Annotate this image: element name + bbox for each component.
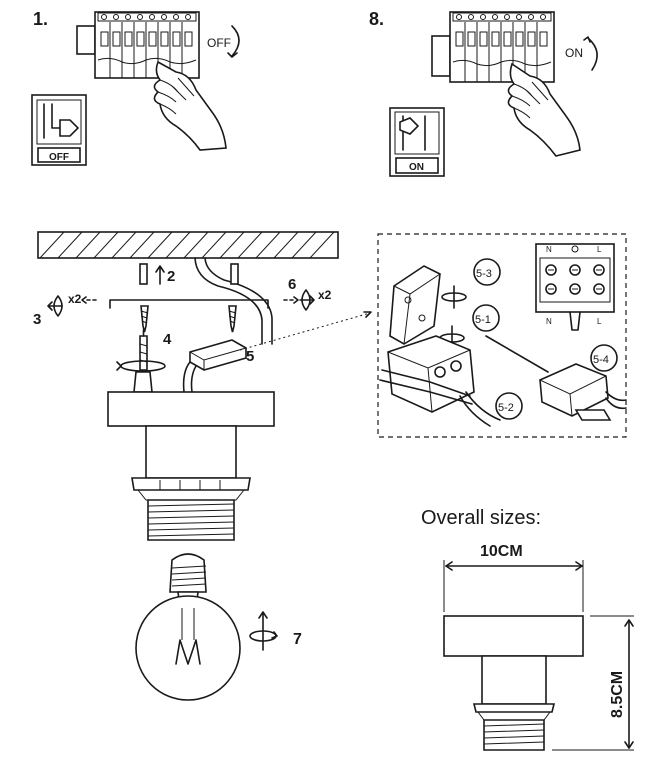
switch-off-label: OFF [49, 152, 69, 163]
dimension-height-label: 8.5CM [609, 671, 626, 718]
turn-off-arrow-icon [227, 25, 240, 58]
callout-5-2 [495, 392, 523, 420]
step-3-number: 3 [33, 311, 41, 328]
switch-on-label: ON [409, 162, 424, 173]
terminal-n-top: N [546, 245, 552, 254]
connector-block-icon [182, 339, 247, 393]
callout-5-1 [472, 304, 500, 332]
terminal-l-bottom: L [597, 317, 602, 326]
on-arrow-text: ON [565, 46, 583, 60]
step-8-panel: 8. [369, 9, 598, 177]
switch-on-icon [389, 107, 445, 177]
bracket-slide-arrows-icon [81, 296, 299, 304]
terminal-n-bottom: N [546, 317, 552, 326]
step-2-number: 2 [167, 268, 175, 285]
overall-sizes-title: Overall sizes: [421, 507, 541, 529]
callout-5-1-label: 5-1 [475, 314, 491, 326]
breaker-panel-icon [431, 11, 555, 83]
terminal-l-top: L [597, 245, 602, 254]
detail-pointer-line [239, 312, 371, 351]
callout-5-4 [590, 344, 618, 372]
bulb-icon [135, 553, 241, 701]
mounting-bracket-icon [109, 299, 269, 309]
callout-5-4-label: 5-4 [593, 354, 609, 366]
multiplier-left: x2 [68, 292, 82, 306]
terminal-box-icon [379, 335, 501, 427]
step-1-number: 1. [33, 9, 48, 29]
wiring-detail-box: 5-3 5-1 5-2 N L [377, 233, 627, 438]
detail-pointer-arrowhead [363, 311, 372, 318]
wall-plug-icon [139, 263, 239, 285]
step-1-panel: 1. [31, 9, 240, 166]
hand-icon [507, 62, 581, 157]
step-8-number: 8. [369, 9, 384, 29]
dimension-height-line [552, 615, 634, 751]
callout-5-2-label: 5-2 [498, 402, 514, 414]
step-4-number: 4 [163, 331, 172, 348]
rotate-screw-right-icon [299, 289, 315, 311]
ceiling-wire-icon [194, 257, 273, 345]
callout-5-3-label: 5-3 [476, 268, 492, 280]
terminal-diagram-icon [535, 243, 615, 331]
off-arrow-text: OFF [207, 36, 231, 50]
dimension-width-line [443, 560, 584, 612]
hand-icon [153, 60, 227, 151]
fixture-outline-icon [443, 615, 584, 751]
screw-icon [140, 305, 237, 333]
rotate-screw-left-icon [47, 295, 63, 317]
turn-on-arrow-icon [583, 36, 598, 71]
step-5-number: 5 [246, 348, 254, 365]
terminal-cover-icon [389, 265, 441, 345]
step-6-number: 6 [288, 276, 296, 293]
breaker-panel-icon [76, 11, 200, 79]
center-screw-icon [116, 329, 166, 393]
canopy-icon [107, 391, 275, 541]
wire-probe-icon [485, 335, 549, 373]
switch-off-icon [31, 94, 87, 166]
callout-5-3 [473, 258, 501, 286]
ceiling-icon [37, 231, 339, 259]
insert-arrow-icon [155, 265, 165, 285]
multiplier-right: x2 [318, 288, 332, 302]
step-7-number: 7 [293, 631, 302, 648]
twist-in-arrow-icon [249, 611, 278, 651]
connector-icon [539, 363, 627, 421]
dimension-width-label: 10CM [480, 543, 523, 560]
